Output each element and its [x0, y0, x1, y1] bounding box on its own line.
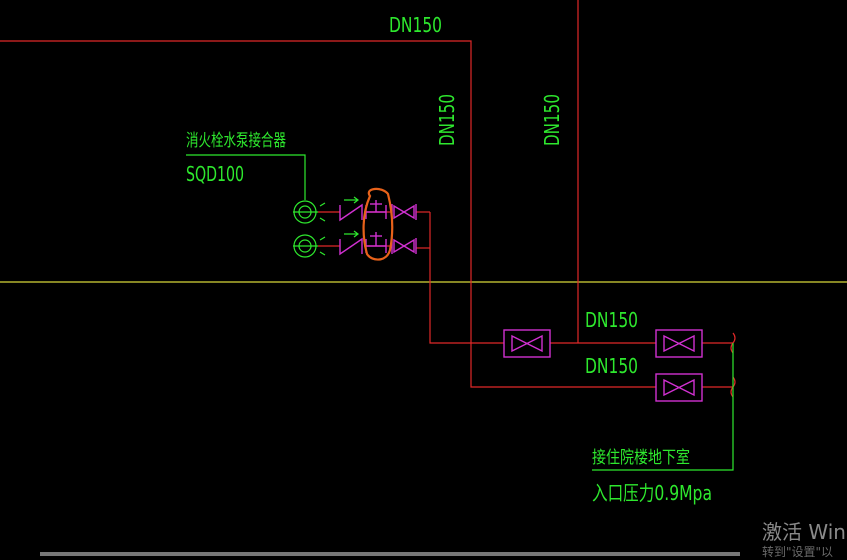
check-valve-1[interactable]	[339, 196, 363, 222]
label-destination-line1: 接住院楼地下室	[592, 448, 690, 468]
label-dn150-branch-upper: DN150	[585, 308, 638, 332]
highlight-markup	[362, 187, 394, 261]
label-dn150-top: DN150	[389, 13, 442, 37]
pipe-network	[0, 0, 733, 388]
label-connector-name: 消火栓水泵接合器	[186, 131, 286, 151]
gate-valve-1[interactable]	[503, 329, 551, 358]
butterfly-valve-1[interactable]	[391, 204, 417, 220]
label-connector-model: SQD100	[186, 162, 244, 186]
label-destination-line2: 入口压力0.9Mpa	[592, 481, 712, 505]
pump-connector-inlet-2[interactable]	[293, 234, 326, 258]
destination-leader-line	[592, 343, 734, 471]
flange-fitting-2[interactable]	[365, 232, 387, 253]
pipe-top-main	[0, 40, 656, 388]
butterfly-valve-2[interactable]	[391, 238, 417, 254]
activation-watermark: 激活 Wind	[762, 520, 847, 544]
connector-leader-line	[186, 154, 306, 200]
activation-watermark-subtext: 转到"设置"以	[762, 545, 834, 559]
flange-fitting-1[interactable]	[365, 200, 387, 219]
gate-valve-2[interactable]	[655, 329, 703, 358]
check-valve-2[interactable]	[339, 230, 363, 256]
pipe-branch-upper	[429, 248, 504, 344]
label-dn150-vertical-left: DN150	[435, 94, 459, 146]
bottom-scrollbar[interactable]	[40, 552, 740, 556]
label-dn150-branch-lower: DN150	[585, 354, 638, 378]
pump-connector-inlet-1[interactable]	[293, 200, 326, 224]
gate-valve-3[interactable]	[655, 373, 703, 402]
label-dn150-vertical-right: DN150	[540, 94, 564, 146]
